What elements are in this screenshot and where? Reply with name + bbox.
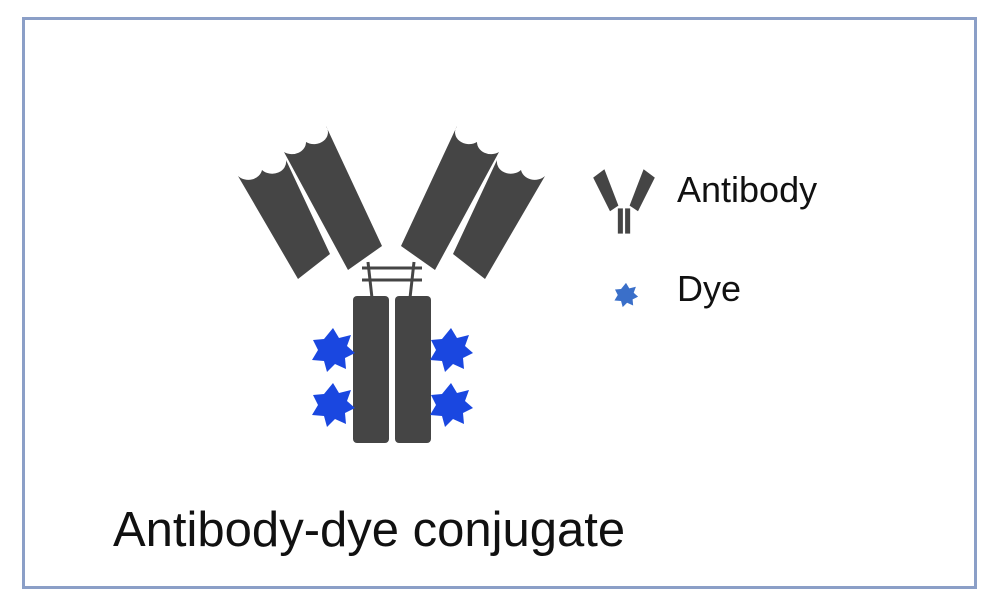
legend-antibody-label: Antibody	[677, 169, 818, 210]
hinge-region	[362, 261, 422, 299]
legend-dye-label: Dye	[677, 268, 742, 309]
legend-antibody-icon	[593, 169, 655, 234]
diagram-caption: Antibody-dye conjugate	[113, 503, 626, 557]
right-fab-arm	[401, 126, 545, 279]
dye-star-icon	[312, 383, 355, 427]
dye-group	[312, 328, 473, 427]
dye-star-icon	[430, 383, 473, 427]
dye-star-icon	[312, 328, 355, 372]
left-fab-arm	[238, 126, 382, 279]
legend-dye-icon	[614, 282, 639, 308]
fc-chain-right	[395, 296, 431, 443]
diagram-frame	[22, 17, 977, 589]
antibody-icon	[238, 126, 545, 443]
fc-chain-left	[353, 296, 389, 443]
dye-star-icon	[430, 328, 473, 372]
